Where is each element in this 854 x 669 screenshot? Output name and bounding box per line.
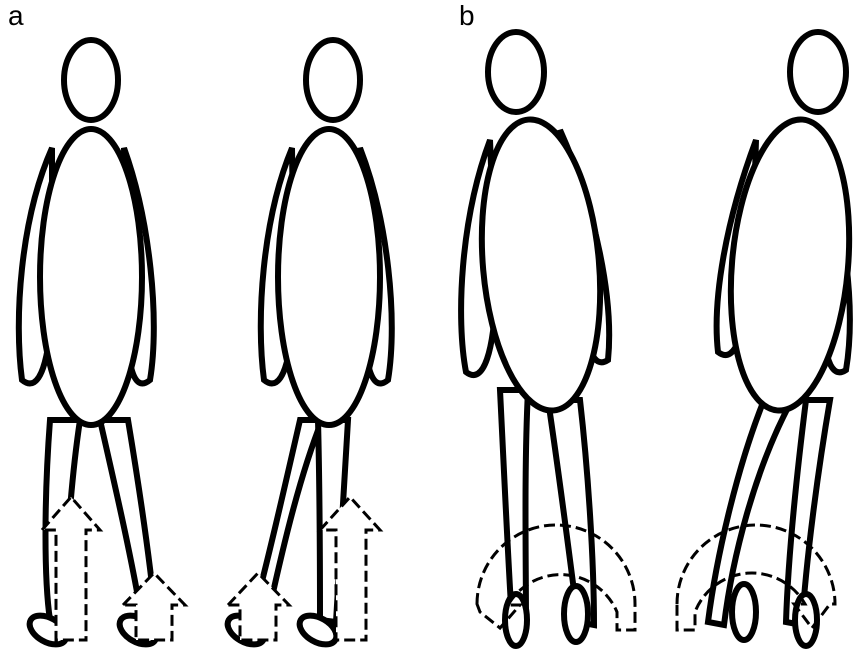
figure-b2-head <box>790 32 846 112</box>
figure-b2-feet <box>732 584 817 646</box>
figure-b2 <box>677 32 854 646</box>
figure-b1-feet <box>505 586 588 646</box>
figure-b1 <box>461 32 635 646</box>
figure-a2 <box>223 40 392 650</box>
foot <box>564 586 588 642</box>
panel-label-a: a <box>8 2 24 30</box>
foot <box>732 584 756 640</box>
figure-b1-torso <box>470 115 611 416</box>
curved-arrow <box>477 525 635 630</box>
figure-b2-legs <box>708 400 830 625</box>
figure-a2-head <box>306 40 360 120</box>
figure-a1-torso <box>40 129 142 425</box>
figure-a1-head <box>64 40 118 120</box>
figure-b1-head <box>488 32 544 112</box>
panel-label-b: b <box>459 2 475 30</box>
figure-a2-torso <box>278 129 380 425</box>
figure-a1 <box>19 40 185 650</box>
